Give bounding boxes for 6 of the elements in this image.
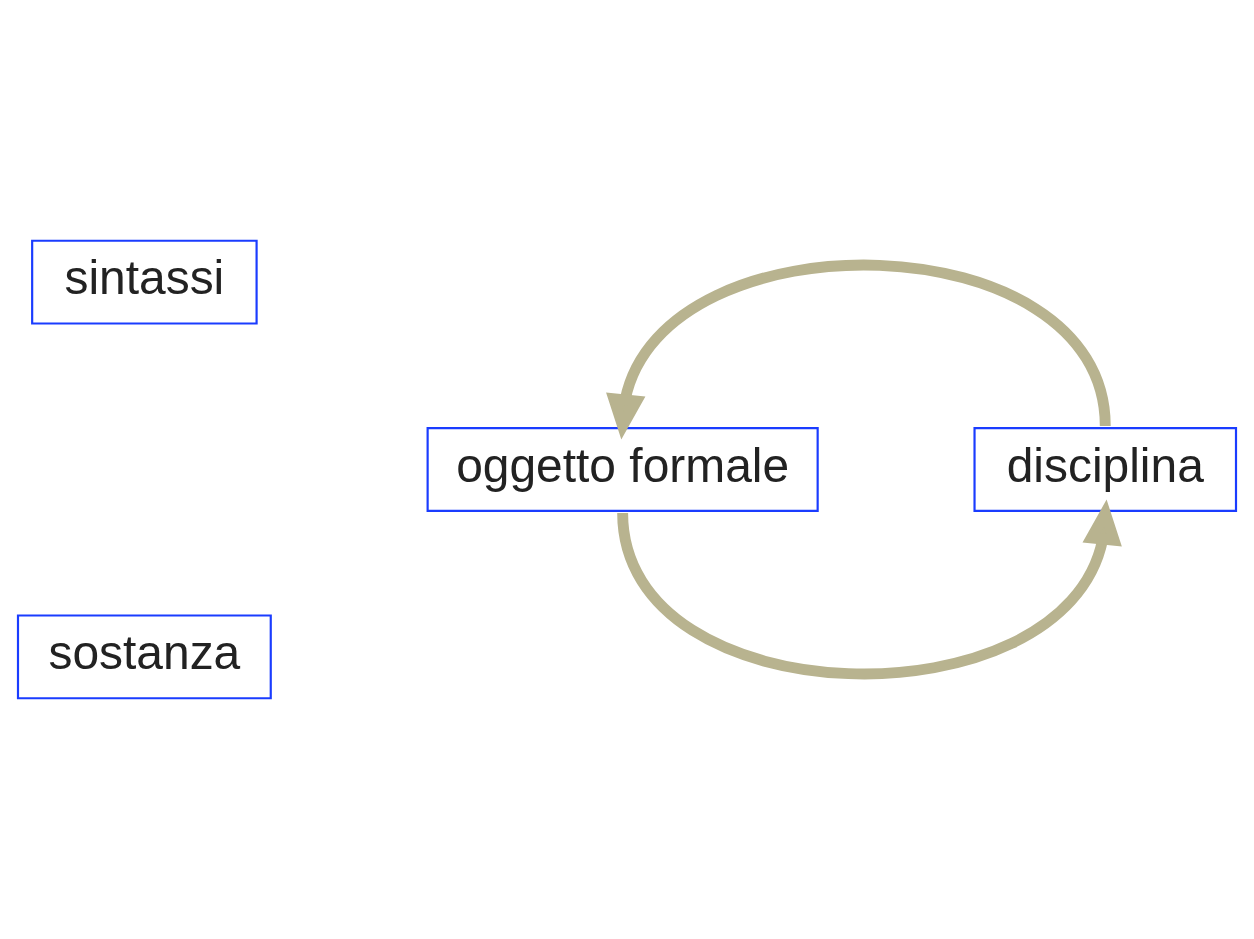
node-box: sintassi [31, 239, 258, 325]
arrow [606, 260, 1111, 440]
arrow [617, 499, 1122, 679]
node-box: oggetto formale [426, 427, 819, 512]
node-box: sostanza [16, 614, 272, 700]
node-box: disciplina [973, 427, 1238, 512]
